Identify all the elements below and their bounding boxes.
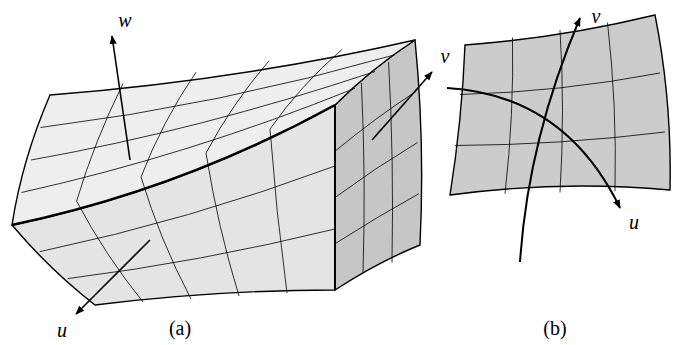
axis-label: u (57, 319, 67, 342)
panel-label: (b) (543, 317, 566, 340)
axis-label: u (629, 211, 639, 234)
axis-arrow (76, 36, 432, 314)
axis-label: v (592, 5, 601, 28)
panel-label: (a) (169, 317, 191, 340)
axis-label: w (118, 9, 131, 32)
axis-label: v (441, 45, 450, 68)
curved-volume (12, 40, 422, 305)
axis-curve (447, 18, 620, 262)
surface-patch (450, 15, 670, 195)
